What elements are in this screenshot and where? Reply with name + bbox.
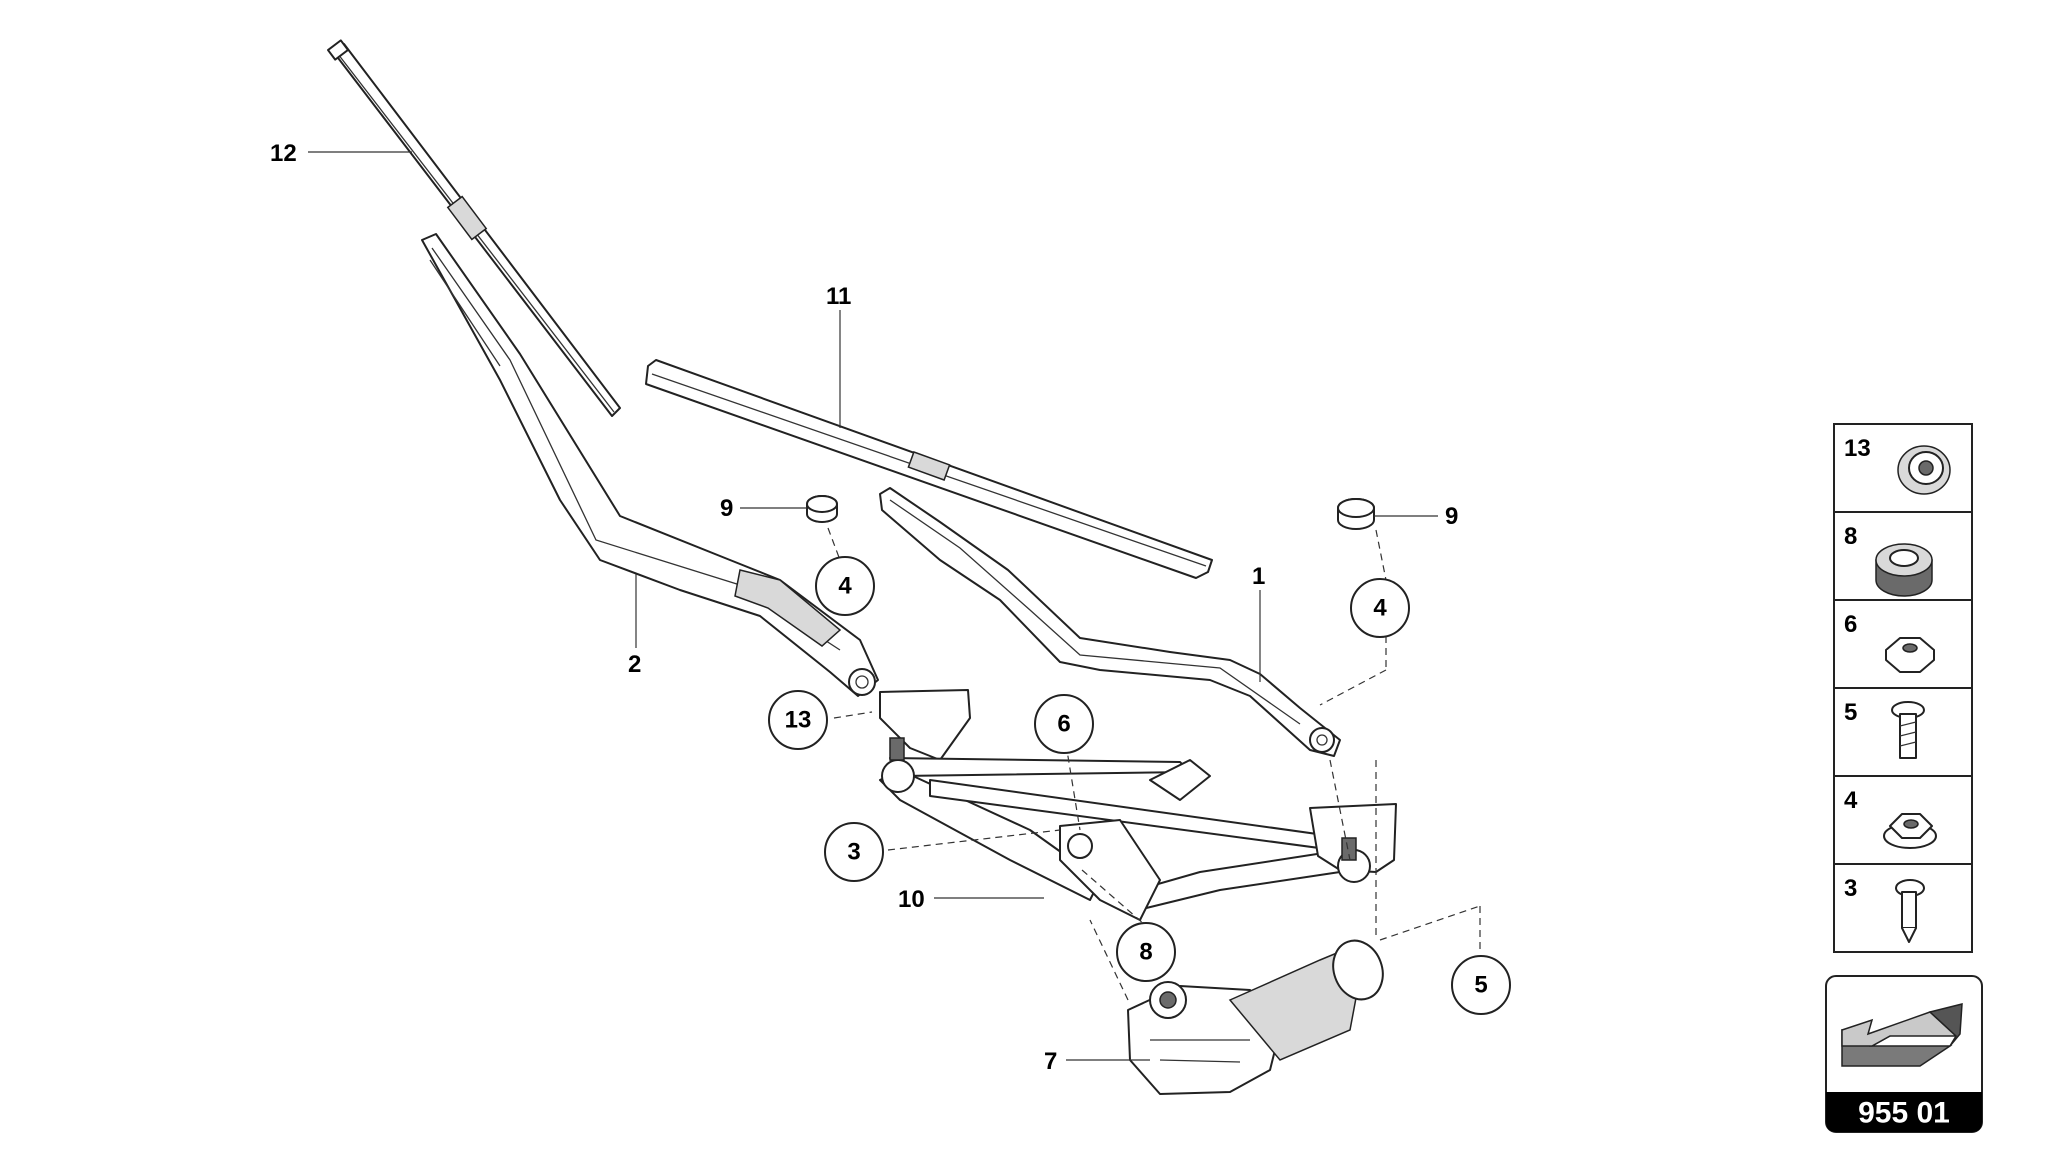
callout-9-right: 9: [1445, 503, 1458, 530]
catalog-page-code: 955 01: [1858, 1097, 1950, 1130]
wiper-blade-center: [645, 359, 1213, 579]
callout-13: 13: [768, 690, 828, 750]
hex-nut-icon: [1885, 637, 1935, 673]
legend-label: 13: [1844, 435, 1871, 462]
callout-11: 11: [826, 283, 851, 310]
screw-icon: [1891, 701, 1925, 759]
legend-row-6: 6: [1844, 611, 1935, 673]
cap-left: [806, 495, 838, 523]
wiper-motor: [1127, 939, 1384, 1095]
legend-label: 5: [1844, 699, 1857, 726]
legend-row-3: 3: [1844, 875, 1925, 943]
legend-row-13: 13: [1844, 435, 1951, 495]
wiper-linkage: [879, 689, 1397, 921]
callout-4-left: 4: [815, 556, 875, 616]
bolt-icon: [1895, 879, 1925, 943]
legend-row-4: 4: [1844, 787, 1937, 849]
cap-right: [1337, 498, 1375, 530]
legend-row-8: 8: [1844, 523, 1933, 597]
callout-5: 5: [1451, 955, 1511, 1015]
callout-2: 2: [628, 651, 641, 678]
svg-text:8: 8: [1139, 939, 1152, 966]
legend-label: 6: [1844, 611, 1857, 638]
callout-3: 3: [824, 822, 884, 882]
direction-arrow-icon: [1841, 1003, 1963, 1067]
legend-label: 4: [1844, 787, 1858, 814]
svg-text:6: 6: [1057, 711, 1070, 738]
svg-text:4: 4: [1373, 595, 1387, 622]
wiper-blade-left: [327, 39, 621, 417]
legend-label: 3: [1844, 875, 1857, 902]
legend-row-5: 5: [1844, 699, 1925, 759]
leader-lines: [308, 151, 1481, 1061]
callout-1: 1: [1252, 563, 1265, 590]
callout-4-right: 4: [1350, 578, 1410, 638]
legend-label: 8: [1844, 523, 1857, 550]
flange-nut-icon: [1883, 813, 1937, 849]
svg-text:13: 13: [785, 707, 812, 734]
callout-10: 10: [898, 886, 925, 913]
callout-8: 8: [1116, 922, 1176, 982]
svg-text:3: 3: [847, 839, 860, 866]
svg-text:4: 4: [838, 573, 852, 600]
callout-7: 7: [1044, 1048, 1057, 1075]
callout-6: 6: [1034, 694, 1094, 754]
callout-9-left: 9: [720, 495, 733, 522]
grommet-icon: [1897, 445, 1951, 495]
wiper-arm-left: [421, 233, 879, 697]
hardware-legend: 13 8 6 5: [1833, 423, 1973, 953]
wiper-arm-right: [879, 487, 1341, 757]
catalog-badge: 955 01: [1825, 975, 1983, 1133]
svg-text:5: 5: [1474, 972, 1487, 999]
callout-12: 12: [270, 140, 297, 167]
bushing-icon: [1875, 543, 1933, 597]
